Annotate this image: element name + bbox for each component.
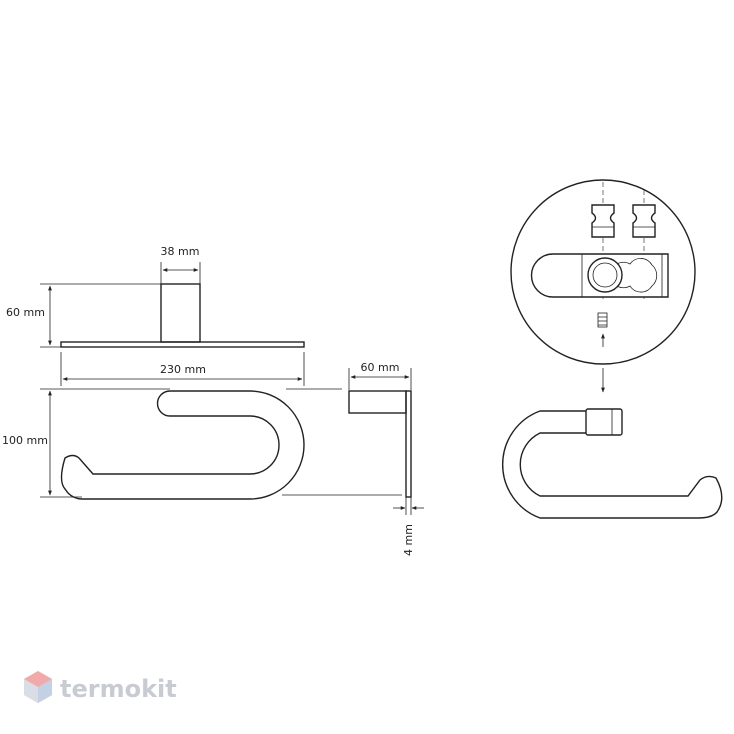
top-view: 38 mm 60 mm 230 mm [6,245,305,386]
dim-label-overall-height: 100 mm [2,434,48,447]
watermark-brand-text: termokit [60,675,177,703]
holder-perspective [502,408,723,519]
detail-view [510,179,696,393]
holder-perspective-cap [585,408,623,436]
detail-hole [587,257,623,293]
dim-label-thickness: 4 mm [402,524,415,556]
detail-bracket-slot [581,253,663,298]
watermark-logo: termokit [24,671,177,703]
front-view-holder-outline [60,390,305,500]
top-view-mount [160,283,201,343]
front-view: 100 mm [2,388,402,500]
dim-label-overall-width: 230 mm [160,363,206,376]
detail-set-screw [597,312,608,328]
watermark-logo-icon [24,671,52,703]
detail-hole-inner [592,262,618,288]
holder-perspective-outline [502,410,723,519]
detail-hole-lobes [616,258,658,293]
detail-bracket [530,253,669,298]
side-view: 60 mm 4 mm [348,361,424,556]
top-view-plate [60,341,305,348]
dim-label-mount-width: 38 mm [161,245,200,258]
detail-dowel-right [632,204,656,238]
detail-dowel-left [591,204,615,238]
side-view-arm [348,390,407,414]
detail-circle [510,179,696,365]
dim-label-mount-height: 60 mm [6,306,45,319]
side-view-plate [405,390,412,498]
dim-label-side-depth: 60 mm [361,361,400,374]
